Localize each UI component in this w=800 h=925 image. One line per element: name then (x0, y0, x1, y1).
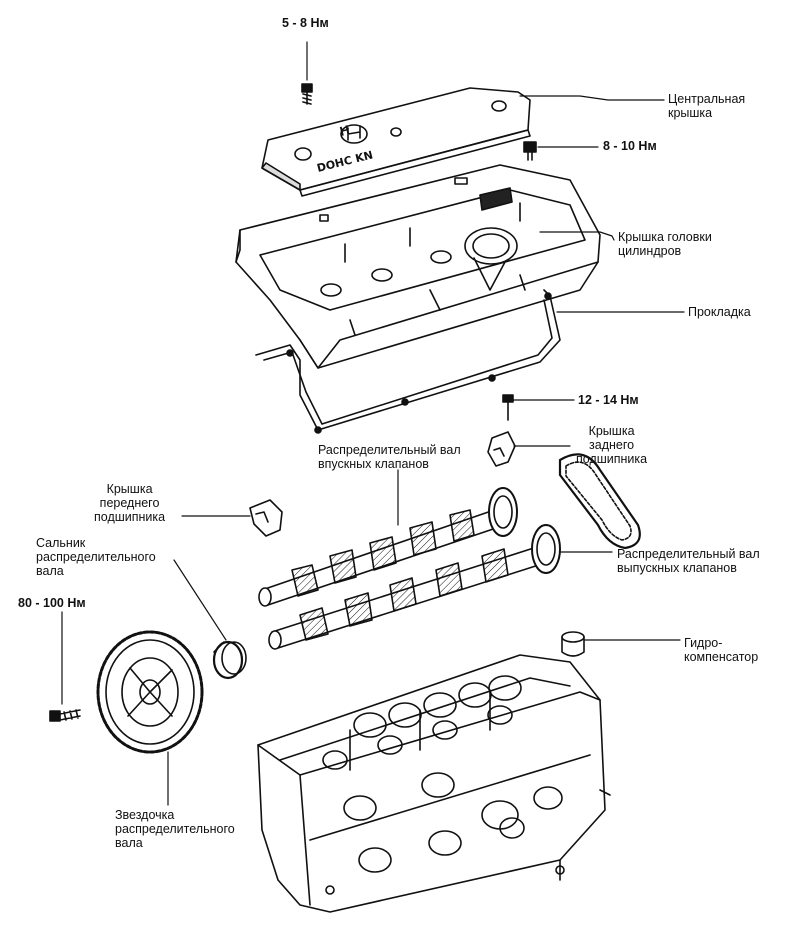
sprocket-bolt-part (49, 611, 81, 722)
front-bearing-cap-label: Крышка переднего подшипника (94, 482, 166, 524)
camshaft-seal-part (173, 559, 247, 680)
cover-marking-text: DOHC KN (316, 148, 375, 174)
rear-bearing-cap-label: Крышка заднего подшипника (576, 424, 648, 466)
gasket-part (255, 289, 561, 434)
camshaft-sprocket-part (96, 630, 204, 806)
hydraulic-lifter-part (561, 631, 681, 657)
front-bearing-cap-part (181, 499, 283, 537)
central-cover-part: DOHC KN (261, 87, 531, 197)
intake-camshaft-part (258, 469, 518, 607)
camshaft-seal-label: Сальник распределительного вала (36, 536, 156, 578)
torque-cover-bolt-label: 5 - 8 Нм (282, 16, 329, 30)
head-cover-part (235, 164, 601, 369)
exhaust-camshaft-part (268, 524, 613, 650)
cover-nut-part (523, 141, 599, 161)
hydraulic-lifter-label: Гидро- компенсатор (684, 636, 759, 664)
head-cover-label: Крышка головки цилиндров (618, 230, 712, 258)
cover-bolt-part (301, 41, 313, 105)
gasket-label: Прокладка (688, 305, 751, 319)
rear-bearing-cap-part (487, 394, 575, 467)
cylinder-head-part (257, 654, 611, 913)
exhaust-camshaft-label: Распределительный вал выпускных клапанов (617, 547, 760, 575)
timing-chain-part (558, 453, 641, 550)
central-cover-label: Центральная крышка (668, 92, 746, 120)
camshaft-sprocket-label: Звездочка распределительного вала (115, 808, 235, 850)
intake-camshaft-label: Распределительный вал впускных клапанов (318, 443, 461, 471)
torque-sprocket-bolt-label: 80 - 100 Нм (18, 596, 86, 610)
torque-cover-nut-label: 8 - 10 Нм (603, 139, 657, 153)
torque-bearing-bolt-label: 12 - 14 Нм (578, 393, 639, 407)
